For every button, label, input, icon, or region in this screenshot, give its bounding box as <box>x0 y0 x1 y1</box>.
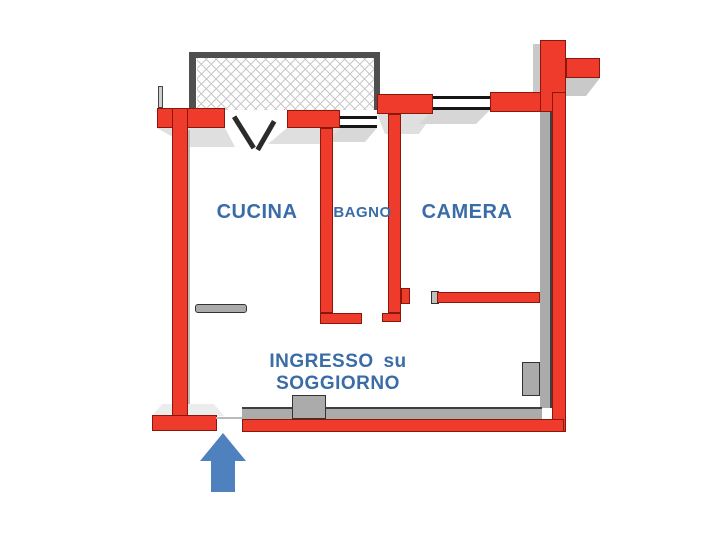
top-right-arm <box>566 58 600 78</box>
right-wall <box>552 92 566 432</box>
bevel-under-left-t <box>157 128 235 147</box>
bathroom-window <box>340 116 377 128</box>
kitchen-counter-bar <box>195 304 247 313</box>
top-wall-pier <box>287 110 340 128</box>
entrance-arrow-stem <box>211 460 235 492</box>
entrance-threshold-line <box>216 417 242 419</box>
stub-above-left-t <box>158 86 163 108</box>
entrance-foot <box>152 415 217 431</box>
entrance-foot-top <box>152 404 224 416</box>
left-wall <box>172 108 188 418</box>
bedroom-partial-wall <box>437 292 540 303</box>
kitchen-label: CUCINA <box>216 201 298 223</box>
bottom-wall-inner-band <box>242 407 542 419</box>
right-wall-pilaster <box>522 362 540 396</box>
bedroom-window-sill <box>419 110 490 124</box>
bathroom-label: BAGNO <box>333 204 392 221</box>
right-wall-inner-band <box>540 112 552 408</box>
bathroom-right-wall-foot <box>382 313 401 322</box>
bathroom-window-sill <box>327 128 377 142</box>
bathroom-left-wall-foot <box>320 313 362 324</box>
entrance-arrow-icon <box>200 433 246 461</box>
balcony-hatch <box>196 58 374 110</box>
bathroom-right-wall-bump <box>401 288 410 304</box>
bathroom-right-wall <box>388 114 401 313</box>
top-wall-mid <box>377 94 433 114</box>
left-wall-inner-line <box>188 130 190 404</box>
bottom-wall <box>242 419 564 432</box>
bottom-wall-pilaster <box>292 395 326 419</box>
living-room-label: INGRESSO su SOGGIORNO <box>269 351 407 394</box>
bevel-left-of-top-right-ext <box>533 44 540 112</box>
balcony-door-leaf-left <box>232 115 256 150</box>
bedroom-window <box>433 96 490 110</box>
bathroom-left-wall <box>320 128 333 313</box>
top-wall-left-t-bar <box>157 108 225 128</box>
bevel-under-arm <box>566 78 600 96</box>
bedroom-label: CAMERA <box>421 201 513 223</box>
balcony-door-leaf-right <box>255 120 277 152</box>
